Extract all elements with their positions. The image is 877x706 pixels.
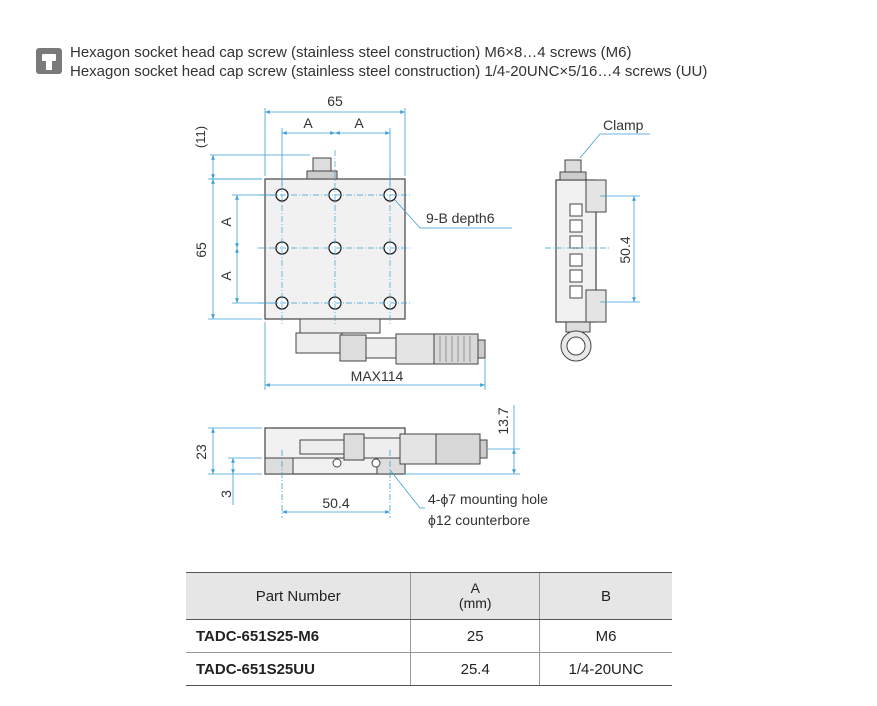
header-b: B	[539, 572, 672, 620]
top-view: 65 A A (11) 65 A A 9-B depth6 MAX114	[193, 93, 512, 390]
b-cell: 1/4-20UNC	[539, 652, 672, 686]
note-line-uu: Hexagon socket head cap screw (stainless…	[70, 63, 708, 80]
dim-front-height-23: 23	[193, 444, 209, 460]
header-a: A (mm)	[410, 572, 540, 620]
dim-width-65: 65	[327, 93, 343, 109]
dim-front-pitch: 50.4	[322, 495, 349, 511]
dim-11: (11)	[193, 126, 208, 148]
b-cell: M6	[539, 619, 672, 653]
part-number-cell: TADC-651S25-M6	[186, 619, 411, 653]
side-view: Clamp 50.4	[545, 117, 650, 362]
callout-clamp: Clamp	[603, 117, 644, 133]
spec-table: Part Number A (mm) B TADC-651S25-M6 25 M…	[186, 572, 672, 686]
a-cell: 25.4	[410, 652, 540, 686]
dim-a-top-right: A	[354, 115, 364, 131]
callout-mount-hole: 4-ϕ7 mounting hole	[428, 491, 548, 507]
screw-icon	[36, 48, 62, 74]
dim-height-65: 65	[193, 242, 209, 258]
header-part-number: Part Number	[186, 572, 411, 620]
dim-a-left-top: A	[218, 217, 234, 227]
header-a-unit: (mm)	[458, 595, 492, 611]
dim-max114: MAX114	[351, 368, 404, 384]
front-view: 23 3 50.4 13.7 4-ϕ7 mounting hole ϕ12 co…	[193, 405, 548, 528]
note-line-m6: Hexagon socket head cap screw (stainless…	[70, 44, 632, 61]
table-row: TADC-651S25UU 25.4 1/4-20UNC	[186, 652, 672, 686]
header-a-label: A	[470, 580, 480, 596]
callout-counterbore: ϕ12 counterbore	[428, 512, 530, 528]
dim-front-base-3: 3	[218, 490, 234, 498]
part-number-cell: TADC-651S25UU	[186, 652, 411, 686]
table-row: TADC-651S25-M6 25 M6	[186, 619, 672, 653]
table-header-row: Part Number A (mm) B	[186, 572, 672, 620]
a-cell: 25	[410, 619, 540, 653]
dim-micrometer-height: 13.7	[495, 407, 511, 434]
callout-tapped-holes: 9-B depth6	[426, 210, 495, 226]
dim-a-left-bottom: A	[218, 271, 234, 281]
technical-drawing: 65 A A (11) 65 A A 9-B depth6 MAX114 Cla…	[193, 93, 650, 528]
dim-side-pitch: 50.4	[617, 236, 633, 263]
dim-a-top-left: A	[303, 115, 313, 131]
